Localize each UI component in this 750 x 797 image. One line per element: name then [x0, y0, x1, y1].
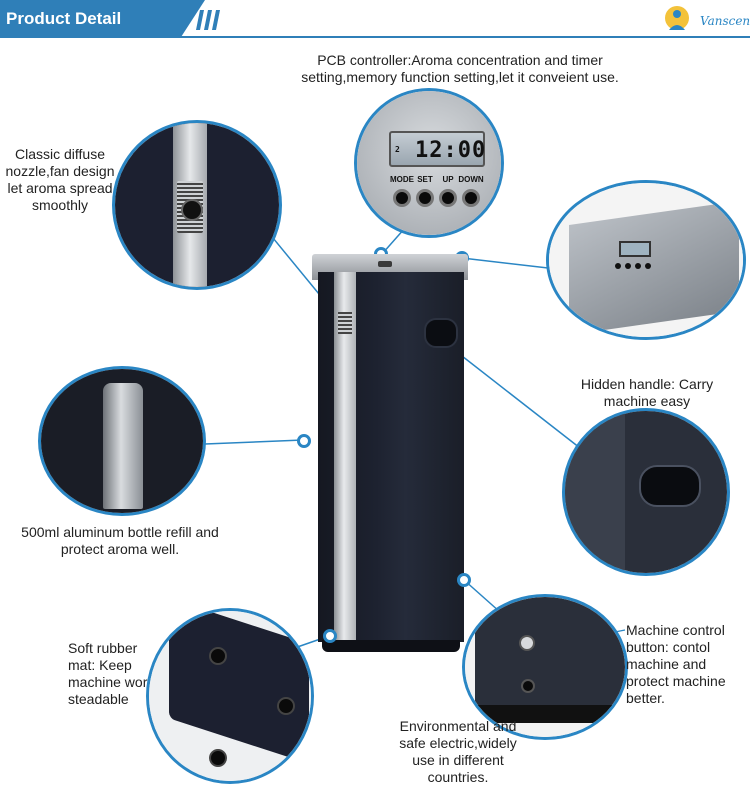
nozzle-closeup: [112, 120, 282, 290]
nozzle-label: Classic diffuse nozzle,fan design let ar…: [5, 146, 115, 213]
page-title: Product Detail Description: [0, 0, 205, 38]
control-button-closeup: [462, 594, 628, 740]
brand-name: Vanscent: [700, 14, 750, 28]
mode-button-label: MODE: [390, 175, 414, 184]
set-button[interactable]: [416, 189, 434, 207]
lcd-time: 12:00: [415, 138, 487, 163]
brand-logo-icon: [665, 6, 689, 30]
electric-label: Environmental and safe electric,widely u…: [399, 718, 517, 785]
callout-dot-electric: [457, 573, 471, 587]
product-foot: [322, 640, 460, 652]
bottle-closeup: [38, 366, 206, 516]
down-button-label: DOWN: [458, 175, 484, 184]
lcd-display: 2 12:00: [389, 131, 485, 167]
up-button[interactable]: [439, 189, 457, 207]
mat-label: Soft rubber mat: Keep machine work stead…: [68, 640, 155, 707]
set-button-label: SET: [417, 175, 433, 184]
power-button[interactable]: [519, 635, 535, 651]
product-nozzle: [338, 312, 352, 334]
mat-closeup: [146, 608, 314, 784]
header-rule: [0, 36, 750, 38]
handle-closeup: [562, 408, 730, 576]
product-metal-strip: [334, 272, 356, 642]
top-panel-closeup: [546, 180, 746, 340]
callout-dot-mat: [323, 629, 337, 643]
down-button[interactable]: [462, 189, 480, 207]
product-lcd: [378, 261, 392, 267]
controller-closeup: 2 12:00 MODE SET UP DOWN: [354, 88, 504, 238]
product-handle: [424, 318, 458, 348]
header-stripes-icon: [196, 10, 220, 30]
power-socket: [521, 679, 535, 693]
callout-dot-bottle: [297, 434, 311, 448]
up-button-label: UP: [442, 175, 454, 184]
control-label: Machine control button: contol machine a…: [626, 622, 726, 706]
mode-button[interactable]: [393, 189, 411, 207]
handle-label: Hidden handle: Carry machine easy: [580, 376, 714, 409]
bottle-label: 500ml aluminum bottle refill and protect…: [21, 524, 219, 557]
pcb-controller-label: PCB controller:Aroma concentration and t…: [301, 52, 619, 85]
